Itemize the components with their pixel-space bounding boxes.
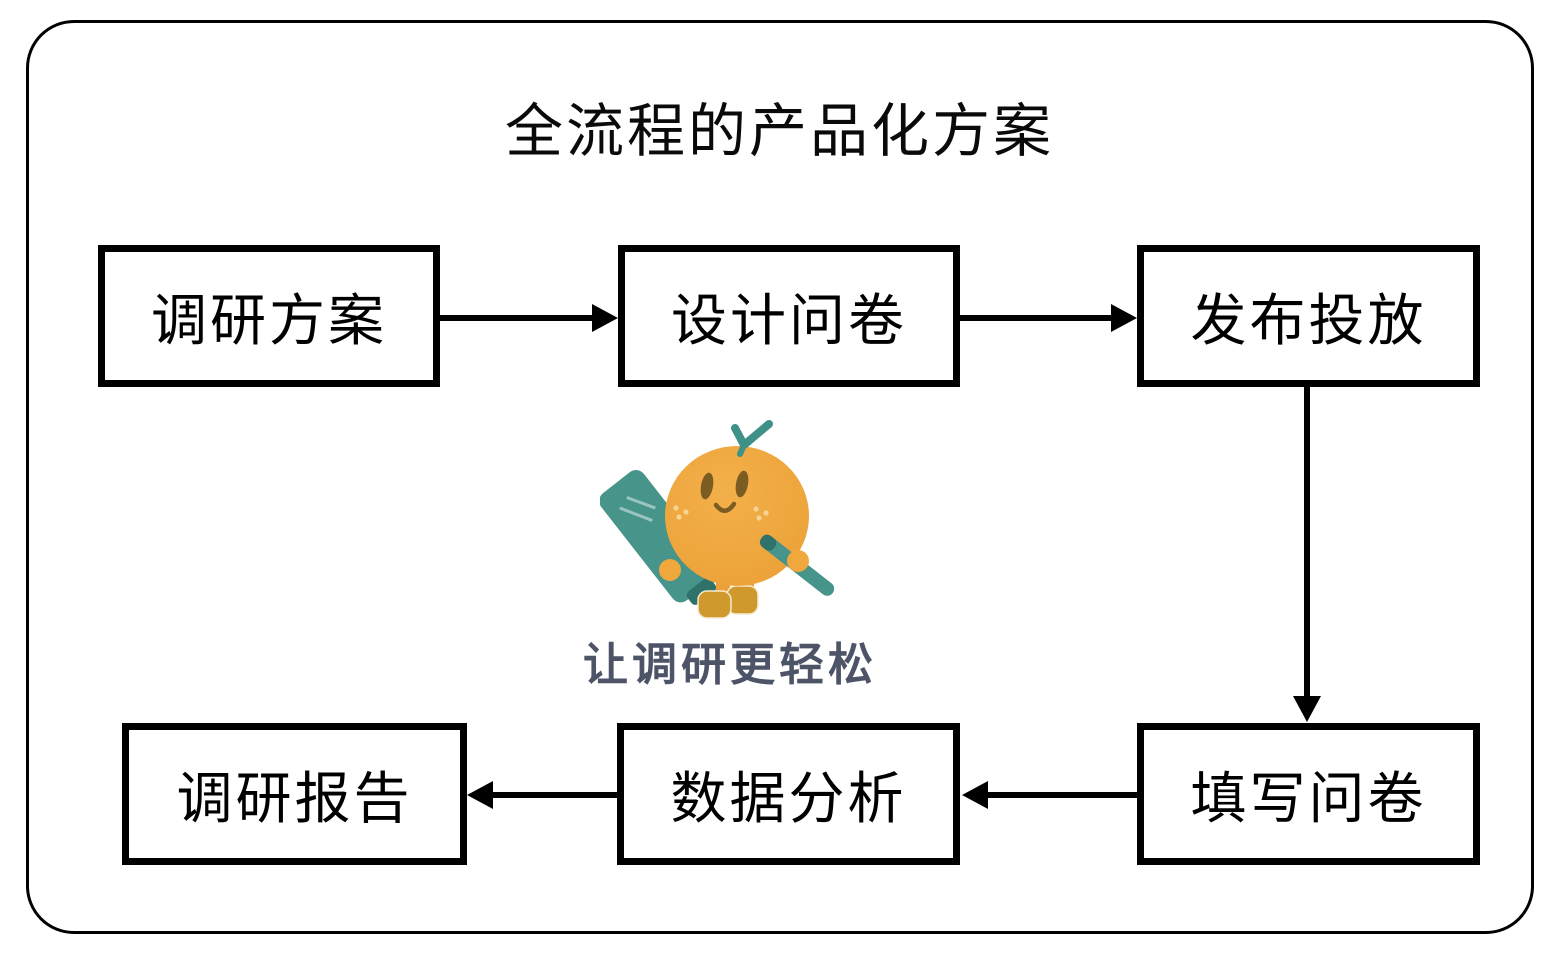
- flow-node-label: 调研方案: [151, 288, 387, 352]
- arrow-design-questionnaire-to-publish-launch: [960, 304, 1137, 332]
- flow-node-label: 设计问卷: [671, 288, 907, 352]
- flow-node-fill-questionnaire: 填写问卷: [1137, 723, 1480, 865]
- flow-node-label: 填写问卷: [1190, 766, 1427, 830]
- mascot-tagline: 让调研更轻松: [582, 639, 877, 690]
- flow-node-data-analysis: 数据分析: [617, 723, 960, 865]
- sprout-check-icon: [731, 420, 773, 457]
- clipboard-icon: [600, 470, 718, 605]
- arrow-fill-questionnaire-to-data-analysis: [962, 781, 1137, 809]
- arrow-research-plan-to-design-questionnaire: [440, 304, 618, 332]
- flow-node-label: 调研报告: [176, 766, 413, 830]
- orange-mascot-icon: [600, 420, 835, 619]
- flow-node-label: 数据分析: [670, 766, 907, 830]
- arrow-data-analysis-to-research-report: [467, 781, 617, 809]
- mascot-face: [673, 470, 769, 521]
- flow-node-research-report: 调研报告: [122, 723, 467, 865]
- flow-node-design-questionnaire: 设计问卷: [618, 245, 960, 387]
- arrow-publish-launch-to-fill-questionnaire: [1293, 387, 1321, 722]
- mascot-left-hand: [659, 559, 681, 581]
- diagram-title: 全流程的产品化方案: [504, 99, 1054, 164]
- mascot-boots: [697, 585, 759, 619]
- flow-node-research-plan: 调研方案: [98, 245, 440, 387]
- pen-icon: [759, 534, 835, 596]
- flow-node-label: 发布投放: [1190, 288, 1427, 352]
- mascot-right-hand: [787, 550, 809, 572]
- flow-node-publish-launch: 发布投放: [1137, 245, 1480, 387]
